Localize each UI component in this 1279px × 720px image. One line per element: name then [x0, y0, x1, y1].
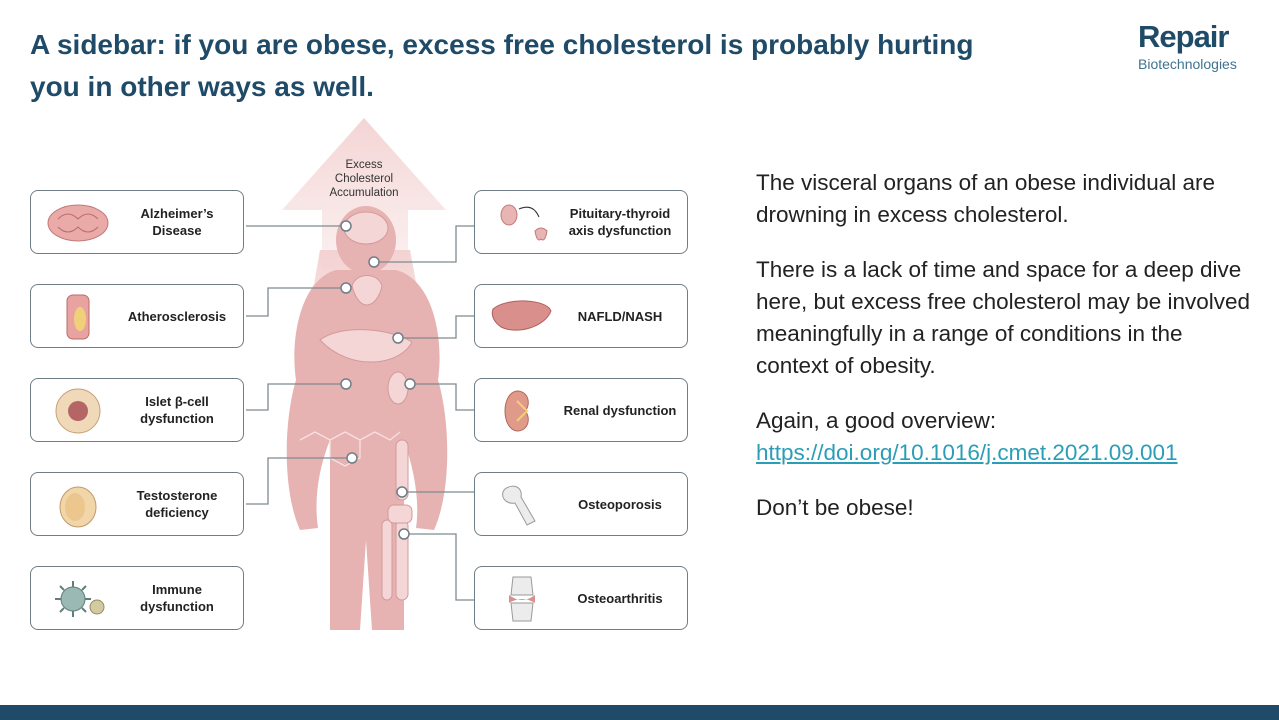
cholesterol-diagram: Excess Cholesterol Accumulation Alzheime…: [0, 110, 720, 650]
box-renal: Renal dysfunction: [474, 378, 688, 442]
box-label: Immune dysfunction: [140, 582, 214, 614]
accumulation-label: Excess Cholesterol Accumulation: [329, 159, 399, 199]
joint-icon: [509, 576, 535, 622]
box-osteoporosis: Osteoporosis: [474, 472, 688, 536]
paragraph-deep-dive: There is a lack of time and space for a …: [756, 257, 1251, 378]
paragraph-overview: Again, a good overview: https://doi.org/…: [756, 405, 1256, 469]
box-label: Atherosclerosis: [127, 308, 227, 324]
paragraph-closing: Don’t be obese!: [756, 495, 914, 520]
box-pituitary: Pituitary-thyroid axis dysfunction: [474, 190, 688, 254]
slide-body: The visceral organs of an obese individu…: [756, 167, 1256, 547]
box-label: NAFLD/NASH: [577, 308, 663, 324]
logo-wordmark: Repair: [1138, 19, 1229, 54]
logo-subtitle: Biotechnologies: [1138, 56, 1237, 72]
brain-icon: [47, 204, 109, 242]
box-atherosclerosis: Atherosclerosis: [30, 284, 244, 348]
box-testosterone: Testosterone deficiency: [30, 472, 244, 536]
testis-icon: [59, 486, 97, 528]
liver-icon: [491, 300, 552, 331]
doi-link[interactable]: https://doi.org/10.1016/j.cmet.2021.09.0…: [756, 440, 1178, 465]
immune-cell-icon: [55, 581, 105, 617]
bone-icon: [502, 485, 536, 526]
pituitary-thyroid-icon: [500, 204, 548, 241]
box-label: Osteoarthritis: [577, 590, 663, 606]
box-label: Alzheimer’s Disease: [140, 206, 214, 238]
islet-cell-icon: [55, 388, 101, 434]
diagram-graphics: [246, 118, 474, 630]
box-label: Pituitary-thyroid axis dysfunction: [568, 206, 672, 238]
company-logo: Repair Biotechnologies: [1138, 20, 1237, 73]
box-label: Renal dysfunction: [563, 402, 677, 418]
accumulation-arrow: [282, 118, 446, 270]
box-nafld: NAFLD/NASH: [474, 284, 688, 348]
box-label: Testosterone deficiency: [136, 488, 218, 520]
box-label: Islet β-cell dysfunction: [140, 394, 214, 426]
overview-lead: Again, a good overview:: [756, 408, 997, 433]
artery-icon: [66, 294, 90, 340]
kidney-icon: [504, 390, 529, 432]
box-islet: Islet β-cell dysfunction: [30, 378, 244, 442]
box-immune: Immune dysfunction: [30, 566, 244, 630]
box-alzheimers: Alzheimer’s Disease: [30, 190, 244, 254]
box-label: Osteoporosis: [578, 496, 662, 512]
body-silhouette: [286, 206, 448, 630]
slide-title: A sidebar: if you are obese, excess free…: [30, 29, 974, 102]
footer-bar: [0, 705, 1279, 720]
box-osteoarthritis: Osteoarthritis: [474, 566, 688, 630]
paragraph-visceral: The visceral organs of an obese individu…: [756, 170, 1216, 227]
